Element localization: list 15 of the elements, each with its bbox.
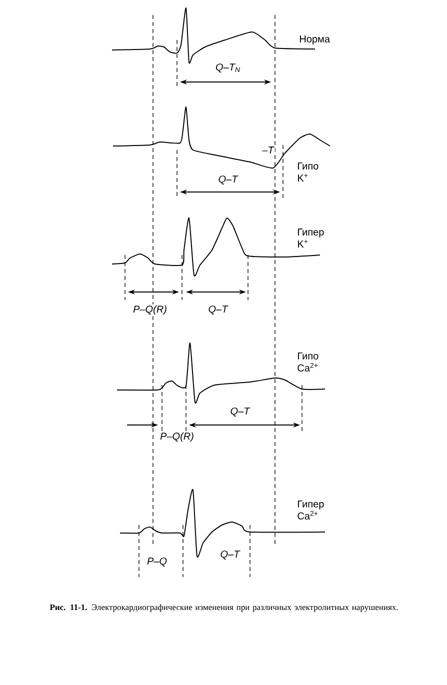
interval-label: P–Q(R) xyxy=(159,431,195,443)
interval-label: Q–T xyxy=(217,174,239,186)
trace-label: Норма xyxy=(300,36,330,44)
interval-label: Q–T xyxy=(229,406,251,418)
trace-label: Гипер K$^{+}$ xyxy=(298,228,324,248)
interval-label: Q–T$_{N}$ xyxy=(214,62,242,74)
caption: Рис. 11-1. Электрокардиографические изменения при различных электролитных нарушениях. xyxy=(50,604,398,612)
interval-label: P–Q(R) xyxy=(132,304,168,316)
trace-label: Гипер Ca$^{2+}$ xyxy=(298,500,324,520)
interval-label: –T xyxy=(261,146,275,154)
interval-label: P–Q xyxy=(146,556,168,568)
trace-label: Гипо Ca$^{2+}$ xyxy=(298,352,318,372)
interval-label: Q–T xyxy=(219,550,241,560)
interval-label: Q–T xyxy=(207,304,229,316)
trace-label: Гипо K$^{+}$ xyxy=(298,162,318,182)
